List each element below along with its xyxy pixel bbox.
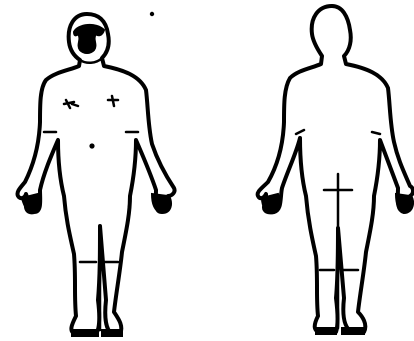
back-right-hand <box>396 194 412 212</box>
back-body-outline <box>258 6 413 332</box>
back-left-hand <box>262 194 279 212</box>
back-feet <box>316 328 364 334</box>
front-right-hand <box>152 194 170 212</box>
stray-dot <box>151 13 153 15</box>
front-feet <box>72 330 122 336</box>
front-figure <box>17 14 174 336</box>
front-navel <box>90 144 93 147</box>
back-figure <box>258 6 413 334</box>
